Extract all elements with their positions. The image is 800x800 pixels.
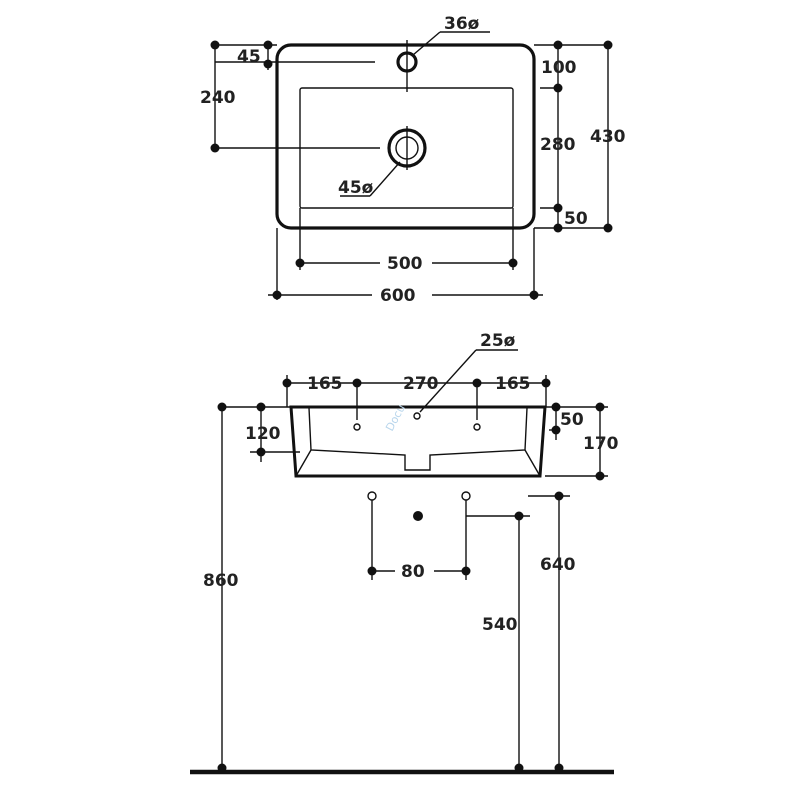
front-view: Docu 165 270 165 25ø 50 170 120 80 860 6… — [190, 331, 619, 775]
dim-waste-offset: 240 — [200, 88, 236, 108]
dim-bowl-height: 170 — [583, 434, 619, 454]
dim-side-height: 120 — [245, 424, 281, 444]
dim-inner-depth: 280 — [540, 135, 576, 155]
trap-point-right — [461, 491, 471, 501]
basin-outline-top — [275, 43, 536, 230]
top-view: 45 240 36ø 45ø 100 280 50 430 500 600 — [200, 14, 626, 306]
dim-side-right: 165 — [495, 374, 531, 394]
dim-tap-hole: 36ø — [444, 14, 479, 34]
dim-inner-width: 500 — [387, 254, 423, 274]
dim-tap-offset: 45 — [237, 47, 261, 67]
dim-waste-hole: 45ø — [338, 178, 373, 198]
dim-rim-height: 50 — [560, 410, 584, 430]
dim-back-rim: 100 — [541, 58, 577, 78]
dim-height-floor-rim: 860 — [203, 571, 239, 591]
dim-overall-width: 600 — [380, 286, 416, 306]
dim-small-hole: 25ø — [480, 331, 515, 351]
dim-hole-spacing: 270 — [403, 374, 439, 394]
trap-point-left — [367, 491, 377, 501]
waste-point — [413, 511, 423, 521]
dim-overall-depth: 430 — [590, 127, 626, 147]
dim-height-floor-waste: 640 — [540, 555, 576, 575]
dim-height-floor-trap: 540 — [482, 615, 518, 635]
dim-side-left: 165 — [307, 374, 343, 394]
dim-front-rim: 50 — [564, 209, 588, 229]
dim-trap-spacing: 80 — [401, 562, 425, 582]
basin-outline-front — [289, 405, 547, 478]
